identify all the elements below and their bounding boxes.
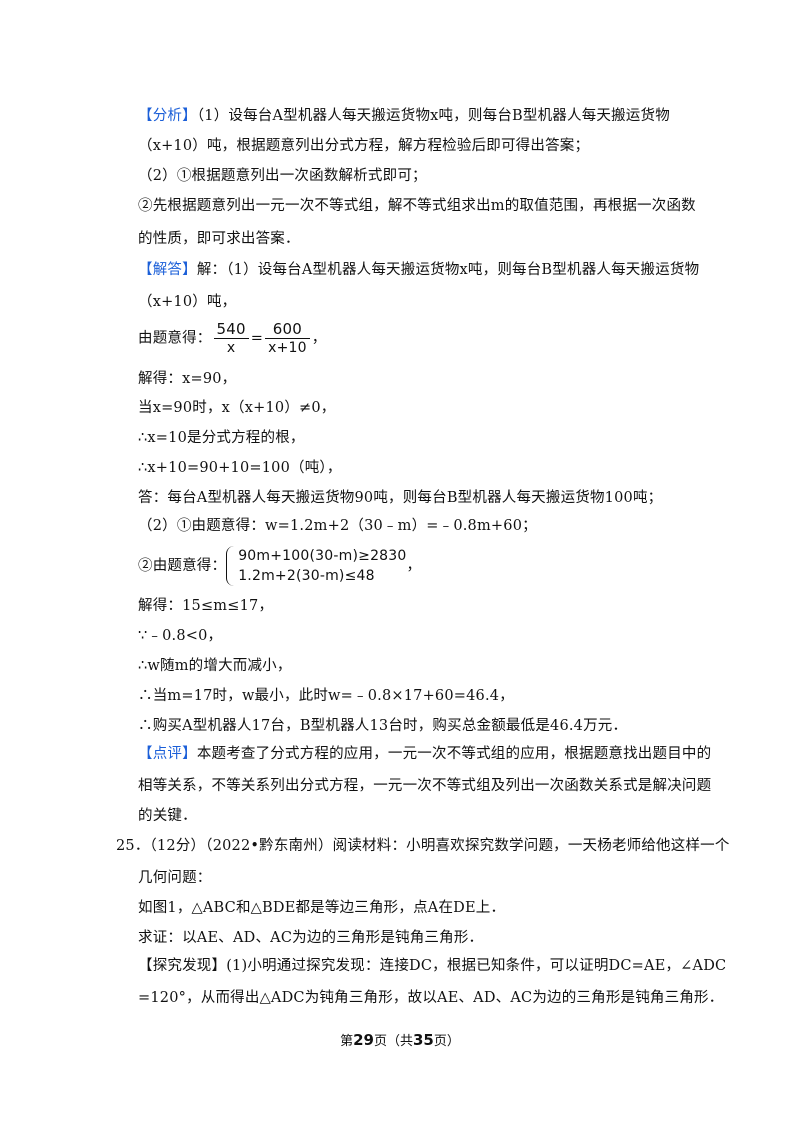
analysis-line-5: 的性质，即可求出答案． — [138, 231, 300, 247]
solution-line-4: 当x=90时，x（x+10）≠0， — [138, 400, 336, 416]
page-footer: 第29页（共35页） — [340, 1031, 460, 1049]
solution-line-1: 【解答】解：（1）设每台A型机器人每天搬运货物x吨，则每台B型机器人每天搬运货物 — [138, 262, 700, 278]
comment-line-3: 的关键． — [138, 808, 197, 824]
question-25-line-3: 如图1，△ABC和△BDE都是等边三角形，点A在DE上． — [138, 900, 506, 916]
solution-tag: 【解答】 — [138, 262, 197, 278]
solution-line-12: ∴当m=17时，w最小，此时w=﹣0.8×17+60=46.4， — [138, 688, 514, 704]
analysis-line-2: （x+10）吨，根据题意列出分式方程，解方程检验后即可得出答案； — [138, 138, 590, 154]
solution-line-6: ∴x+10=90+10=100（吨）， — [138, 460, 342, 476]
question-25-line-1: 25．（12分）（2022•黔东南州）阅读材料：小明喜欢探究数学问题，一天杨老师… — [116, 838, 730, 854]
comment-line-1: 【点评】本题考查了分式方程的应用，一元一次不等式组的应用，根据题意找出题目中的 — [138, 746, 712, 762]
comment-line-2: 相等关系，不等关系列出分式方程，一元一次不等式组及列出一次函数关系式是解决问题 — [138, 778, 712, 794]
solution-line-9: 解得：15≤m≤17， — [138, 598, 274, 614]
solution-line-13: ∴购买A型机器人17台，B型机器人13台时，购买总金额最低是46.4万元． — [138, 718, 628, 734]
analysis-line-4: ②先根据题意列出一元一次不等式组，解不等式组求出m的取值范围，再根据一次函数 — [138, 198, 696, 214]
question-25-line-6: =120°，从而得出△ADC为钝角三角形，故以AE、AD、AC为边的三角形是钝角… — [138, 990, 724, 1006]
question-25-line-2: 几何问题： — [138, 870, 212, 886]
solution-line-8: （2）①由题意得：w=1.2m+2（30﹣m）=﹣0.8m+60； — [138, 518, 537, 534]
analysis-line-3: （2）①根据题意列出一次函数解析式即可； — [138, 168, 427, 184]
solution-line-3: 解得：x=90， — [138, 371, 237, 387]
page-total: 35 — [413, 1031, 434, 1049]
solution-line-5: ∴x=10是分式方程的根， — [138, 430, 305, 446]
solution-line-10: ∵﹣0.8<0， — [138, 628, 223, 644]
solution-line-2: （x+10）吨， — [138, 294, 237, 310]
brace-icon — [226, 546, 235, 586]
question-25-line-4: 求证：以AE、AD、AC为边的三角形是钝角三角形． — [138, 930, 484, 946]
page-number: 29 — [353, 1031, 374, 1049]
question-25-line-5: 【探究发现】(1)小明通过探究发现：连接DC，根据已知条件，可以证明DC=AE，… — [138, 958, 727, 974]
analysis-tag: 【分析】 — [138, 108, 197, 124]
analysis-line-1: 【分析】（1）设每台A型机器人每天搬运货物x吨，则每台B型机器人每天搬运货物 — [138, 108, 670, 124]
comment-tag: 【点评】 — [138, 746, 197, 762]
solution-line-11: ∴w随m的增大而减小， — [138, 658, 292, 674]
solution-line-7: 答：每台A型机器人每天搬运货物90吨，则每台B型机器人每天搬运货物100吨； — [138, 490, 663, 506]
